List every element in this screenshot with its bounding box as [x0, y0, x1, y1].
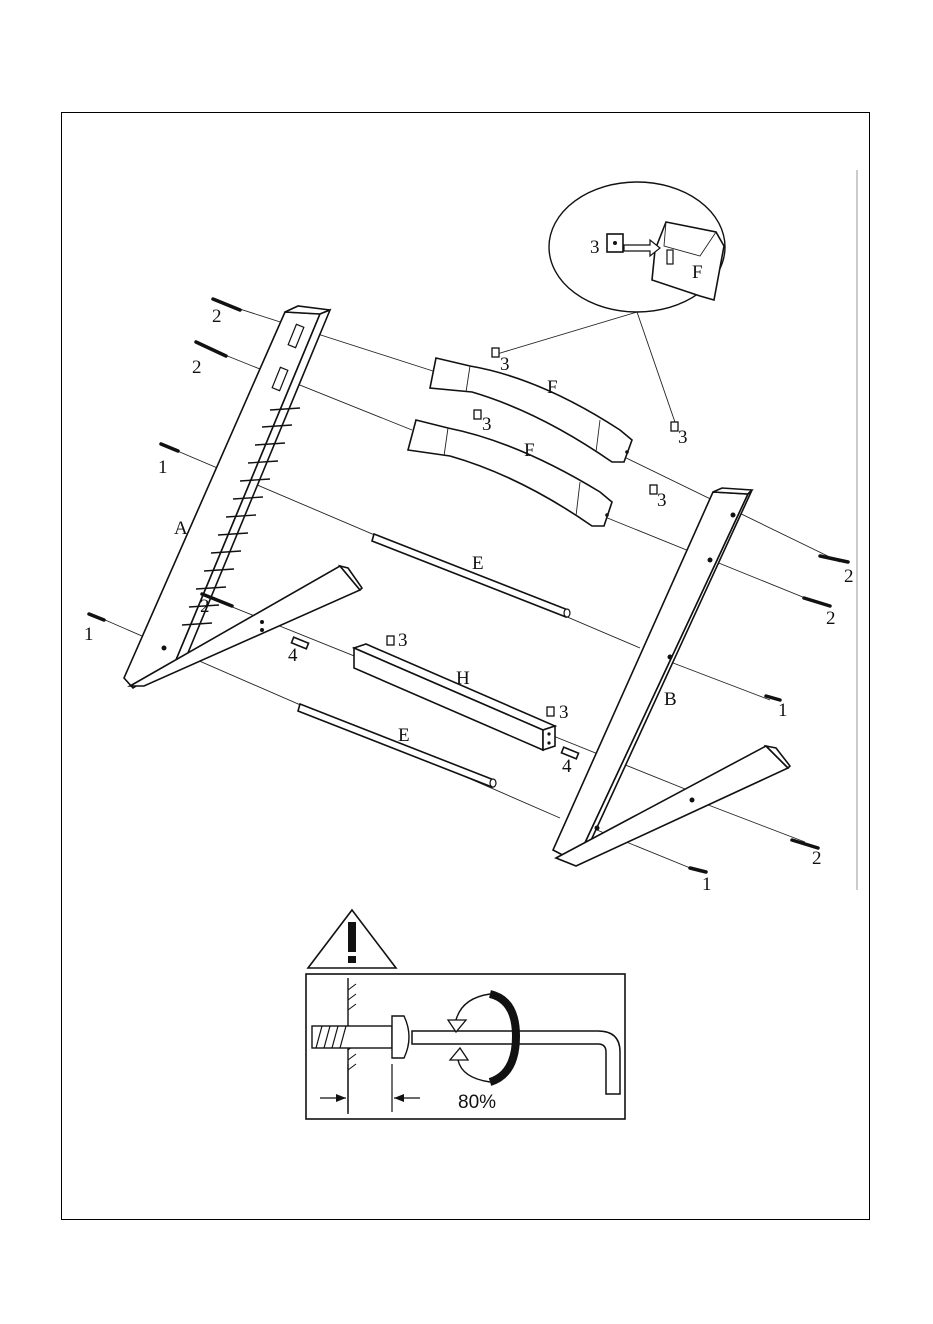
detail-callout: [549, 182, 725, 312]
label-screw-1: 1: [158, 457, 168, 478]
label-nut-3: 3: [559, 702, 569, 723]
label-nut-3-detail: 3: [590, 237, 600, 258]
label-nut-3: 3: [657, 490, 667, 511]
torque-percent: 80%: [458, 1092, 496, 1113]
label-screw-2: 2: [192, 357, 202, 378]
label-a: A: [174, 518, 188, 539]
label-e-lower: E: [398, 725, 410, 746]
label-dowel-4: 4: [288, 645, 298, 666]
torque-instruction: 80%: [306, 974, 625, 1119]
label-screw-2: 2: [812, 848, 822, 869]
label-screw-1: 1: [778, 700, 788, 721]
label-screw-2: 2: [212, 306, 222, 327]
label-screw-1: 1: [702, 874, 712, 895]
bar-h: [354, 644, 555, 750]
label-screw-2: 2: [826, 608, 836, 629]
label-nut-3: 3: [500, 354, 510, 375]
label-screw-1: 1: [84, 624, 94, 645]
label-dowel-4: 4: [562, 756, 572, 777]
label-screw-2: 2: [200, 596, 210, 617]
label-nut-3: 3: [482, 414, 492, 435]
label-e-upper: E: [472, 553, 484, 574]
label-nut-3: 3: [678, 427, 688, 448]
label-f-detail: F: [692, 262, 703, 283]
label-b: B: [664, 689, 677, 710]
label-f-lower: F: [524, 440, 535, 461]
label-screw-2: 2: [844, 566, 854, 587]
label-f-upper: F: [547, 377, 558, 398]
warning-triangle-icon: [308, 910, 396, 968]
label-nut-3: 3: [398, 630, 408, 651]
label-h: H: [456, 668, 470, 689]
crossbar-e-upper: [372, 534, 570, 617]
